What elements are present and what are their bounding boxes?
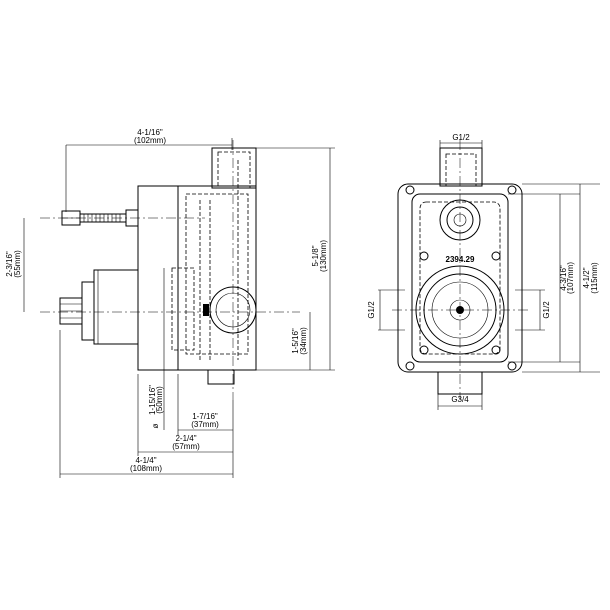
front-view: 2394.29 G1/2 G1/2 G1/2 G3/4 4-3/16" (107… xyxy=(367,133,600,410)
side-body-inner xyxy=(177,185,257,371)
dim-outlet-height: 1-5/16" xyxy=(291,328,300,354)
side-bottom-boss xyxy=(207,369,235,385)
dim-height-mm: (130mm) xyxy=(319,240,328,272)
dim-depth-inner-mm: (37mm) xyxy=(191,420,219,429)
dim-offset-left: 2-3/16" xyxy=(5,251,14,277)
side-top-boss xyxy=(211,147,257,189)
side-view: 4-1/16" (102mm) 5-1/8" (130mm) 2-3/16" (… xyxy=(5,128,335,478)
dim-diameter-symbol: ø xyxy=(151,423,160,428)
dim-diameter-mm: (50mm) xyxy=(155,386,164,414)
part-number: 2394.29 xyxy=(446,255,475,264)
dim-top-width-mm: (102mm) xyxy=(134,136,166,145)
front-dim-inner-height-mm: (107mm) xyxy=(566,262,575,294)
front-top-stub xyxy=(439,147,483,187)
dim-top-width: 4-1/16" xyxy=(137,128,163,137)
screw-icon xyxy=(507,185,517,195)
dim-diameter: 1-15/16" xyxy=(148,385,157,415)
dim-depth-mid-mm: (57mm) xyxy=(172,442,200,451)
screw-icon xyxy=(419,251,429,261)
top-port-label: G1/2 xyxy=(452,133,470,142)
dim-height: 5-1/8" xyxy=(311,245,320,266)
screw-icon xyxy=(405,361,415,371)
screw-icon xyxy=(491,345,501,355)
front-dim-outer-height-mm: (115mm) xyxy=(590,262,599,294)
dim-depth-total-mm: (108mm) xyxy=(130,464,162,473)
dim-depth-mid: 2-1/4" xyxy=(175,434,196,443)
cartridge xyxy=(59,269,139,345)
dim-depth-inner: 1-7/16" xyxy=(192,412,218,421)
screw-icon xyxy=(491,251,501,261)
dim-depth-total: 4-1/4" xyxy=(135,456,156,465)
dim-outlet-height-mm: (34mm) xyxy=(299,327,308,355)
screw-icon xyxy=(507,361,517,371)
left-port-label: G1/2 xyxy=(367,301,376,319)
bottom-port-label: G3/4 xyxy=(451,395,469,404)
front-dim-outer-height: 4-1/2" xyxy=(582,267,591,288)
dim-offset-left-mm: (55mm) xyxy=(13,250,22,278)
screw-icon xyxy=(405,185,415,195)
screw-icon xyxy=(419,345,429,355)
right-port-label: G1/2 xyxy=(542,301,551,319)
front-dim-inner-height: 4-3/16" xyxy=(559,265,568,291)
